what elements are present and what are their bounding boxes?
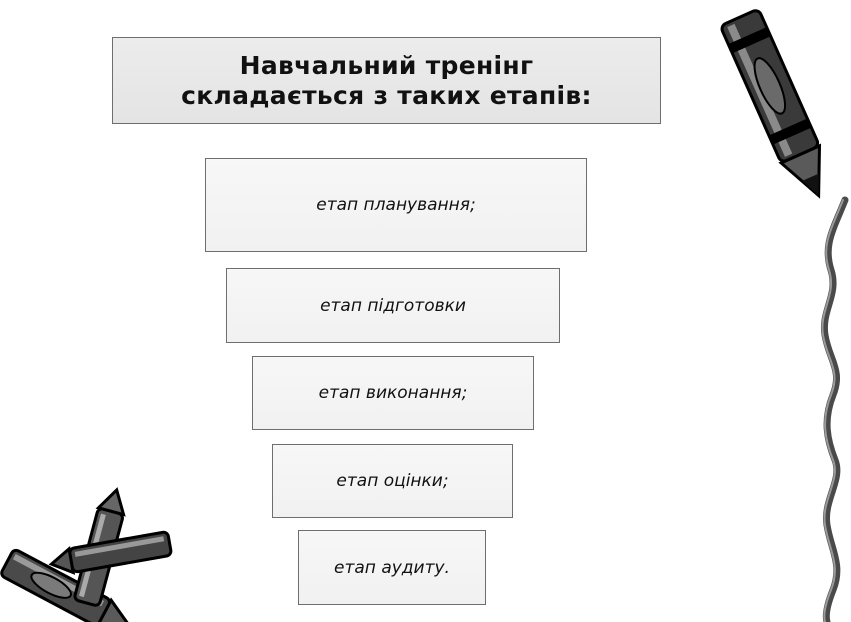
stage-audit: етап аудиту. (298, 530, 486, 605)
stage-planning: етап планування; (205, 158, 587, 252)
wavy-line (820, 196, 849, 622)
stage-preparation: етап підготовки (226, 268, 560, 343)
slide-title: Навчальний тренінг складається з таких е… (112, 37, 661, 124)
crayon-icon (720, 9, 822, 199)
crayons-icon (0, 487, 173, 622)
stage-evaluation: етап оцінки; (272, 444, 513, 518)
stage-execution: етап виконання; (252, 356, 534, 430)
